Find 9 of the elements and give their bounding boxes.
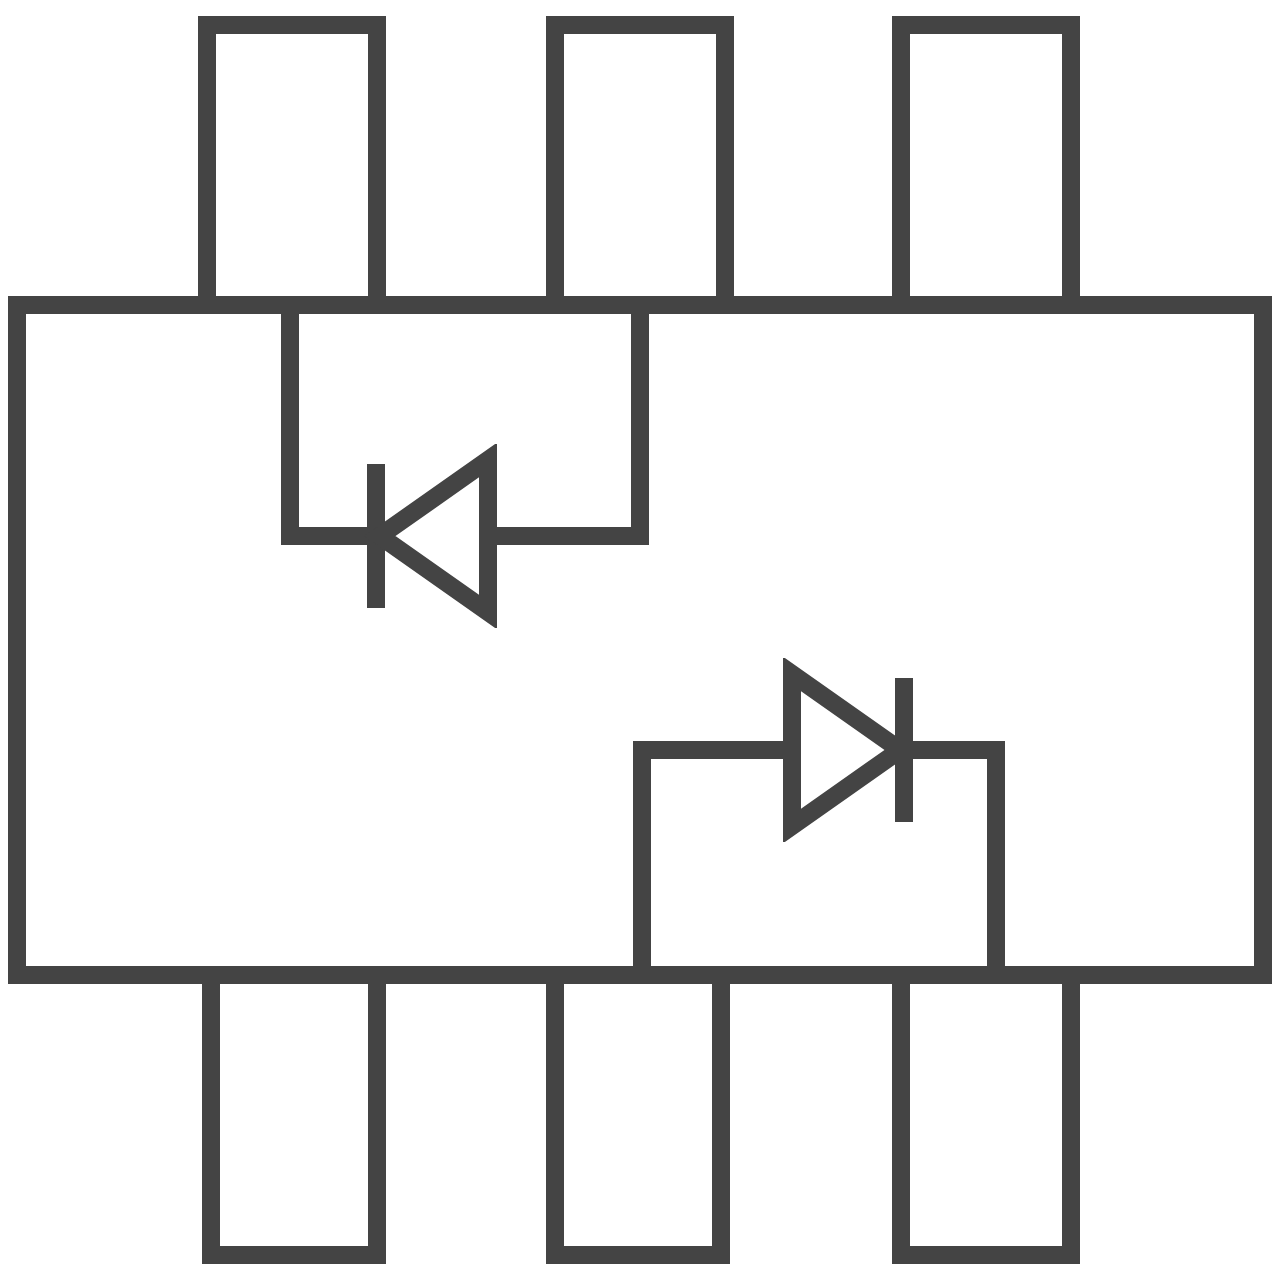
- pin-lead: [892, 16, 1080, 296]
- diode-symbol: [360, 444, 500, 628]
- pin-lead: [546, 16, 734, 296]
- package-body: [8, 296, 1272, 984]
- pin-lead: [546, 984, 730, 1264]
- diode-symbol: [780, 658, 920, 842]
- pin-lead: [198, 16, 386, 296]
- pin-lead: [892, 984, 1080, 1264]
- pin-lead: [202, 984, 386, 1264]
